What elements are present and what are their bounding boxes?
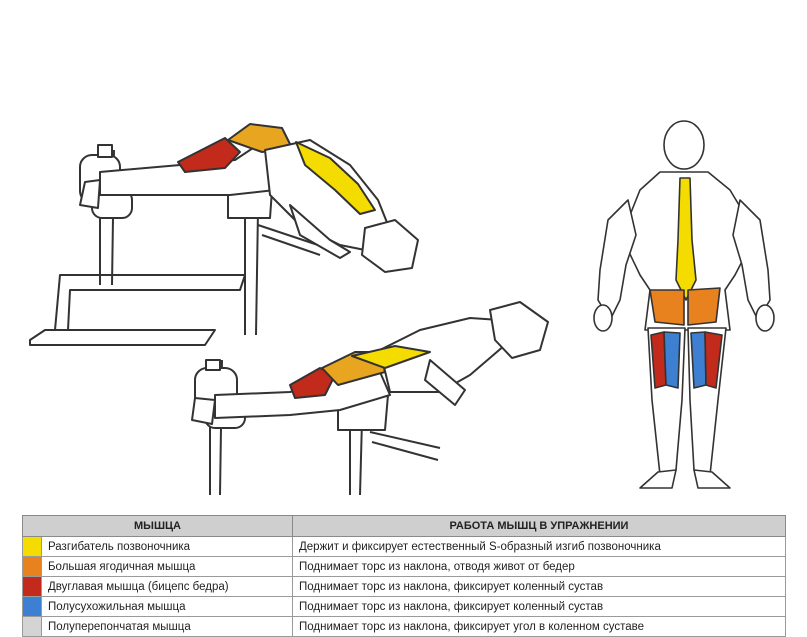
color-swatch: [22, 536, 42, 557]
athlete-bottom: [191, 301, 549, 425]
color-swatch: [22, 576, 42, 597]
muscle-work: Поднимает торс из наклона, отводя живот …: [292, 556, 786, 577]
table-row: Полуперепончатая мышца Поднимает торс из…: [22, 616, 786, 637]
table-header-row: МЫШЦА РАБОТА МЫШЦ В УПРАЖНЕНИИ: [22, 515, 786, 537]
muscle-work: Поднимает торс из наклона, фиксирует кол…: [292, 576, 786, 597]
color-swatch: [22, 616, 42, 637]
anatomy-back-figure: [593, 120, 775, 489]
exercise-illustration: [29, 120, 775, 496]
muscle-work: Держит и фиксирует естественный S-образн…: [292, 536, 786, 557]
muscle-name: Большая ягодичная мышца: [41, 556, 293, 577]
muscle-work-table: МЫШЦА РАБОТА МЫШЦ В УПРАЖНЕНИИ Разгибате…: [22, 515, 786, 637]
athlete-top: [79, 123, 419, 273]
muscle-name: Полусухожильная мышца: [41, 596, 293, 617]
table-row: Двуглавая мышца (бицепс бедра) Поднимает…: [22, 576, 786, 597]
muscle-name: Двуглавая мышца (бицепс бедра): [41, 576, 293, 597]
color-swatch: [22, 596, 42, 617]
color-swatch: [22, 556, 42, 577]
table-row: Большая ягодичная мышца Поднимает торс и…: [22, 556, 786, 577]
muscle-column-header: МЫШЦА: [22, 515, 293, 537]
muscle-name: Полуперепончатая мышца: [41, 616, 293, 637]
muscle-work: Поднимает торс из наклона, фиксирует кол…: [292, 596, 786, 617]
muscle-work: Поднимает торс из наклона, фиксирует уго…: [292, 616, 786, 637]
muscle-name: Разгибатель позвоночника: [41, 536, 293, 557]
table-row: Полусухожильная мышца Поднимает торс из …: [22, 596, 786, 617]
table-row: Разгибатель позвоночника Держит и фиксир…: [22, 536, 786, 557]
work-column-header: РАБОТА МЫШЦ В УПРАЖНЕНИИ: [292, 515, 786, 537]
